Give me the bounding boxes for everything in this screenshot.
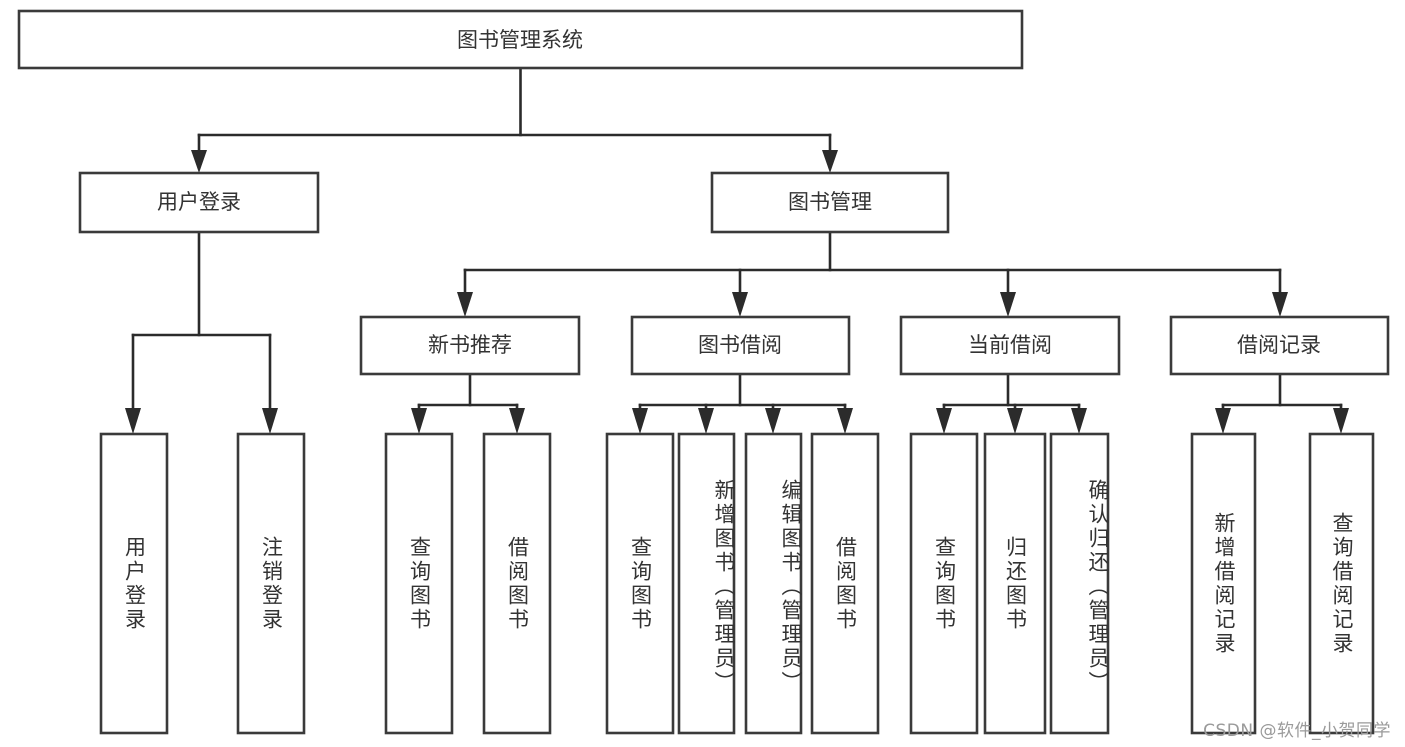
node-user-login[interactable]: 用户登录 (78, 171, 320, 234)
connector-group-book-manage (457, 230, 1288, 317)
connector-group-root (191, 66, 838, 173)
arrow-bb-leaf-2 (698, 408, 714, 434)
leaf-box-return-book[interactable] (983, 432, 1047, 735)
node-current-borrow[interactable]: 当前借阅 (899, 315, 1121, 376)
arrow-cb-leaf-3 (1071, 408, 1087, 434)
node-box-book-borrow[interactable] (630, 315, 851, 376)
leaf-box-user-logout[interactable] (236, 432, 306, 735)
arrow-bb-leaf-4 (837, 408, 853, 434)
arrow-nbr-leaf-1 (411, 408, 427, 434)
leaf-box-add-book[interactable] (677, 432, 736, 735)
node-label-book-manage: 图书管理 (788, 190, 872, 214)
leaf-box-query-book-2[interactable] (605, 432, 675, 735)
node-label-current-borrow: 当前借阅 (968, 333, 1052, 357)
node-label-user-login: 用户登录 (157, 190, 241, 214)
leaf-box-add-record[interactable] (1190, 432, 1257, 735)
node-label-book-borrow: 图书借阅 (698, 333, 782, 357)
connector-group-borrow-record (1215, 372, 1349, 434)
arrow-bb-leaf-1 (632, 408, 648, 434)
connector-group-current-borrow (936, 372, 1087, 434)
arrow-bm-to-current-borrow (1000, 292, 1016, 317)
node-book-borrow[interactable]: 图书借阅 (630, 315, 851, 376)
node-new-book-rec[interactable]: 新书推荐 (359, 315, 581, 376)
node-label-borrow-record: 借阅记录 (1237, 333, 1321, 357)
arrow-br-leaf-2 (1333, 408, 1349, 434)
connector-group-new-book-rec (411, 372, 525, 434)
leaf-box-edit-book[interactable] (744, 432, 803, 735)
node-box-root[interactable] (17, 9, 1024, 70)
node-book-manage[interactable]: 图书管理 (710, 171, 950, 234)
leaf-box-user-login[interactable] (99, 432, 169, 735)
node-borrow-record[interactable]: 借阅记录 (1169, 315, 1390, 376)
node-box-borrow-record[interactable] (1169, 315, 1390, 376)
leaf-box-borrow-book-1[interactable] (482, 432, 552, 735)
leaf-box-borrow-book-2[interactable] (810, 432, 880, 735)
arrow-cb-leaf-1 (936, 408, 952, 434)
leaf-box-query-record[interactable] (1308, 432, 1375, 735)
arrow-bm-to-new-book-rec (457, 292, 473, 317)
connector-group-user-login (125, 230, 278, 434)
arrow-bm-to-book-borrow (732, 292, 748, 317)
leaf-box-confirm-return[interactable] (1049, 432, 1110, 735)
node-box-new-book-rec[interactable] (359, 315, 581, 376)
node-label-new-book-rec: 新书推荐 (428, 333, 512, 357)
node-label-root: 图书管理系统 (457, 28, 583, 52)
watermark: CSDN @软件_小贺同学 (1203, 721, 1391, 741)
arrow-root-to-user-login (191, 150, 207, 173)
arrow-bb-leaf-3 (765, 408, 781, 434)
arrow-br-leaf-1 (1215, 408, 1231, 434)
node-root[interactable]: 图书管理系统 (17, 9, 1024, 70)
arrow-user-login-leaf-1 (125, 408, 141, 434)
leaf-box-query-book-3[interactable] (909, 432, 979, 735)
leaf-box-query-book-1[interactable] (384, 432, 454, 735)
arrow-root-to-book-manage (822, 150, 838, 173)
node-box-user-login[interactable] (78, 171, 320, 234)
arrow-bm-to-borrow-record (1272, 292, 1288, 317)
arrow-user-login-leaf-2 (262, 408, 278, 434)
node-box-book-manage[interactable] (710, 171, 950, 234)
arrow-cb-leaf-2 (1007, 408, 1023, 434)
arrow-nbr-leaf-2 (509, 408, 525, 434)
leaf-boxes (99, 432, 1375, 735)
connector-group-book-borrow (632, 372, 853, 434)
node-box-current-borrow[interactable] (899, 315, 1121, 376)
